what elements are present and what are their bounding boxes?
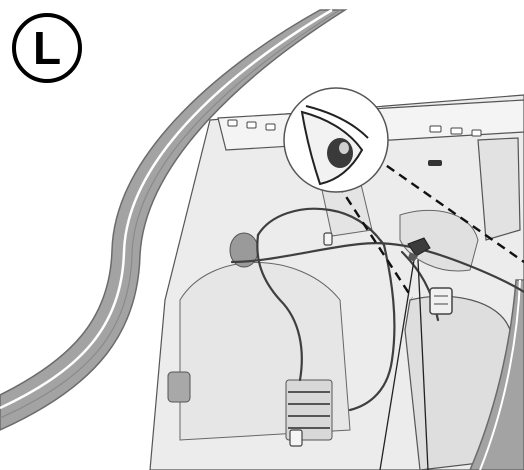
harness-connector-icon (430, 288, 452, 314)
harness-tie (324, 233, 332, 245)
eye-icon (284, 88, 388, 192)
access-hole (168, 372, 190, 402)
bracket-slot (428, 160, 442, 166)
harness-tie-2 (290, 430, 302, 446)
right-bracket (478, 138, 520, 240)
step-label: L (33, 22, 61, 74)
step-indicator: L (14, 15, 80, 81)
